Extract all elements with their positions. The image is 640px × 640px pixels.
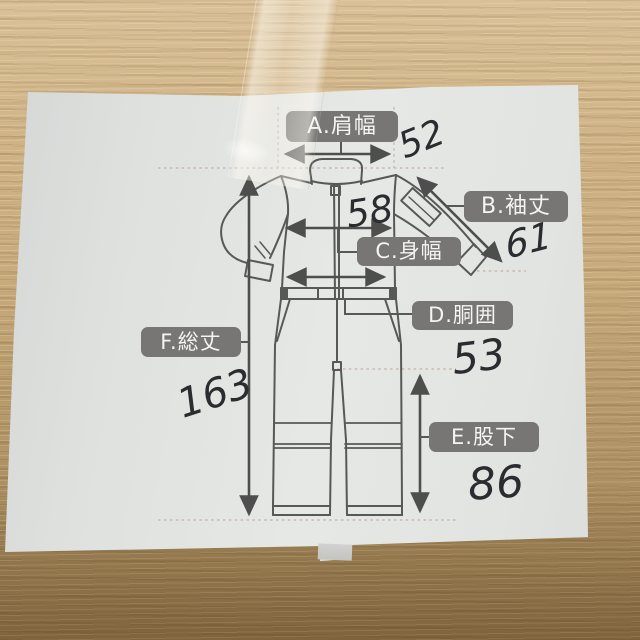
label-connectors xyxy=(241,142,464,438)
label-total-length: F.総丈 xyxy=(141,327,241,357)
collar xyxy=(309,158,364,185)
label-inseam: E.股下 xyxy=(429,422,539,452)
crotch-detail xyxy=(332,361,342,371)
handwritten-sleeve-length: 61 xyxy=(503,213,554,268)
label-sleeve-length: B.袖丈 xyxy=(464,191,568,222)
label-waist: D.胴囲 xyxy=(412,301,513,330)
arrow-sleeve-length xyxy=(416,176,503,263)
measure-arrows xyxy=(239,144,503,517)
handwritten-chest-width: 58 xyxy=(342,186,397,237)
handwritten-inseam: 86 xyxy=(466,456,526,511)
right-cuff xyxy=(456,243,487,276)
knee-patches xyxy=(273,422,403,449)
left-sleeve xyxy=(220,175,282,264)
label-chest-width: C.身幅 xyxy=(357,237,461,266)
handwritten-waist: 53 xyxy=(449,328,509,385)
